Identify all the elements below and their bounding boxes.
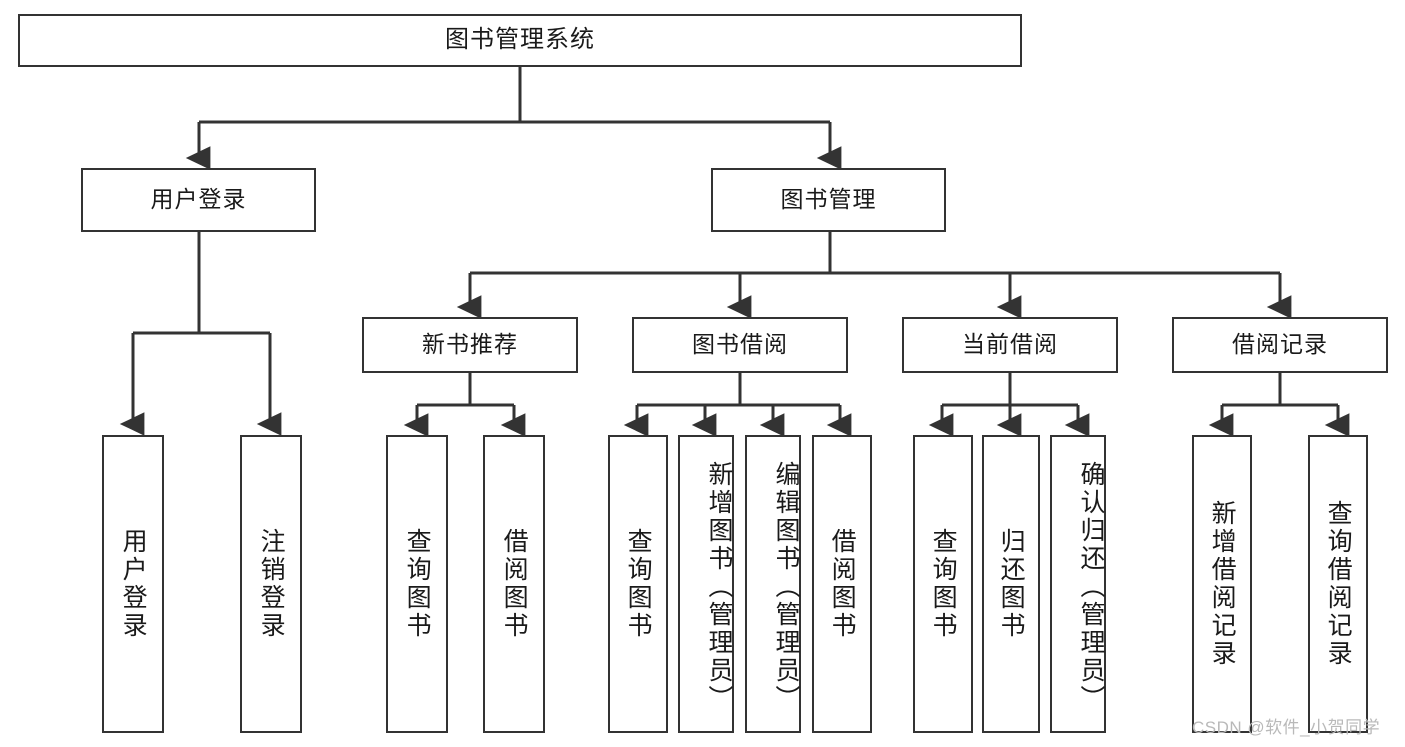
node-book-management[interactable]: 图书管理 — [711, 168, 946, 232]
leaf-recommend-query-book[interactable]: 查询图书 — [386, 435, 448, 733]
node-user-login[interactable]: 用户登录 — [81, 168, 316, 232]
leaf-record-query-record[interactable]: 查询借阅记录 — [1308, 435, 1368, 733]
leaf-borrow-borrow-book[interactable]: 借阅图书 — [812, 435, 872, 733]
leaf-borrow-edit-book-admin[interactable]: 编辑图书（管理员） — [745, 435, 801, 733]
leaf-current-return-book[interactable]: 归还图书 — [982, 435, 1040, 733]
leaf-current-confirm-return-admin[interactable]: 确认归还（管理员） — [1050, 435, 1106, 733]
leaf-recommend-borrow-book[interactable]: 借阅图书 — [483, 435, 545, 733]
leaf-user-logout[interactable]: 注销登录 — [240, 435, 302, 733]
leaf-current-query-book[interactable]: 查询图书 — [913, 435, 973, 733]
csdn-watermark: CSDN @软件_小贺同学 — [1192, 718, 1381, 737]
node-current-borrow[interactable]: 当前借阅 — [902, 317, 1118, 373]
node-root-system[interactable]: 图书管理系统 — [18, 14, 1022, 67]
leaf-record-add-record[interactable]: 新增借阅记录 — [1192, 435, 1252, 733]
leaf-borrow-query-book[interactable]: 查询图书 — [608, 435, 668, 733]
leaf-user-login[interactable]: 用户登录 — [102, 435, 164, 733]
node-new-book-recommend[interactable]: 新书推荐 — [362, 317, 578, 373]
node-borrow-record[interactable]: 借阅记录 — [1172, 317, 1388, 373]
leaf-borrow-add-book-admin[interactable]: 新增图书（管理员） — [678, 435, 734, 733]
node-book-borrow[interactable]: 图书借阅 — [632, 317, 848, 373]
